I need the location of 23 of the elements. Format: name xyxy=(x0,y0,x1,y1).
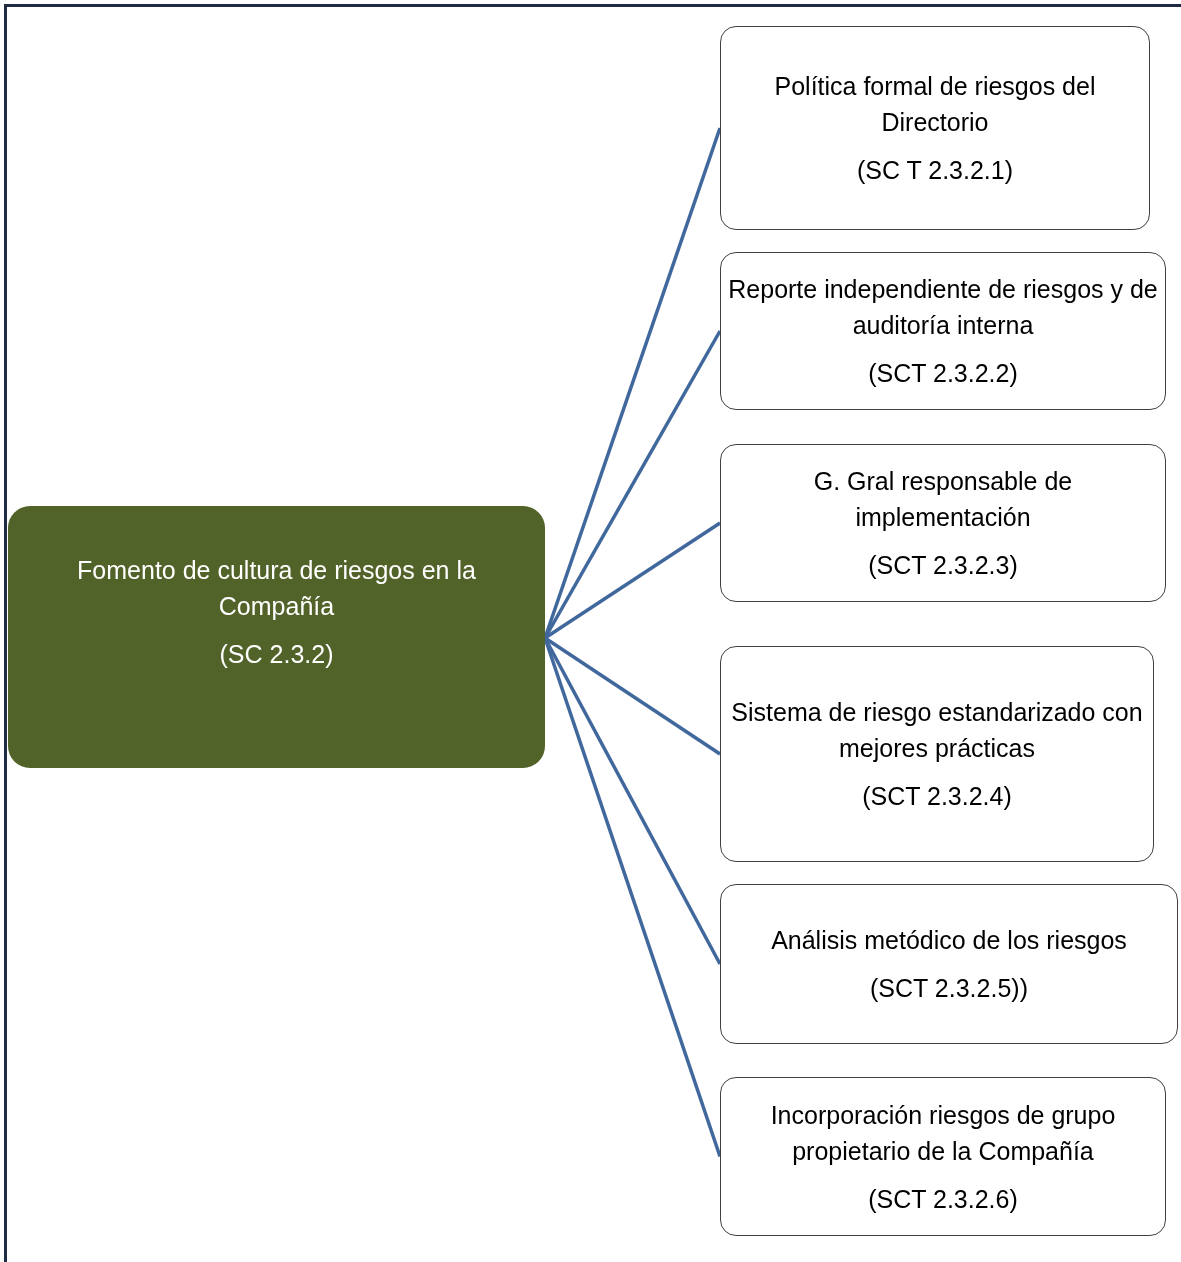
topic-label: Incorporación riesgos de grupo propietario de la Compañía xyxy=(769,1099,1117,1167)
code-label: (SCT 2.3.2.2) xyxy=(868,358,1018,389)
topic-label: Política formal de riesgos del Directorio xyxy=(773,71,1097,138)
topic-label: Análisis metódico de los riesgos xyxy=(771,925,1127,956)
main-topic-box xyxy=(8,506,545,768)
code-label: (SC 2.3.2) xyxy=(219,639,334,670)
connector-line xyxy=(544,636,721,756)
subtopic-box xyxy=(720,646,1154,862)
code-label: (SCT 2.3.2.5)) xyxy=(870,973,1028,1004)
code-label: (SC T 2.3.2.1) xyxy=(856,155,1014,186)
code-label: (SCT 2.3.2.6) xyxy=(868,1183,1018,1215)
subtopic-box xyxy=(720,252,1166,410)
subtopic-box xyxy=(720,1077,1166,1236)
code-label: (SCT 2.3.2.4) xyxy=(862,781,1012,812)
subtopic-box xyxy=(720,444,1166,602)
subtopic-box xyxy=(720,884,1178,1044)
topic-label: Reporte independiente de riesgos y de auditoría interna xyxy=(727,274,1159,341)
connector-line xyxy=(544,521,721,640)
topic-label: G. Gral responsable de implementación xyxy=(812,466,1074,533)
topic-label: Fomento de cultura de riesgos en la Compañía xyxy=(76,555,477,622)
code-label: (SCT 2.3.2.3) xyxy=(868,550,1018,581)
topic-label: Sistema de riesgo estandarizado con mejores prácticas xyxy=(730,697,1144,764)
subtopic-box xyxy=(720,26,1150,230)
